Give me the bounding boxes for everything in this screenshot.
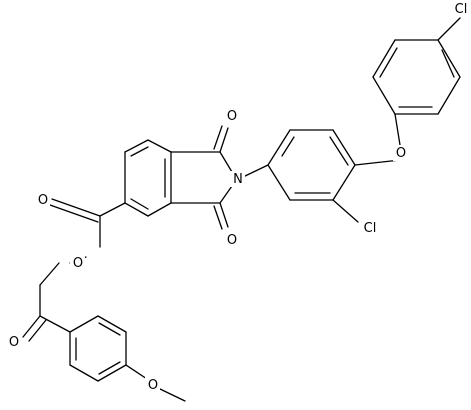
atom-o-ether-text: O <box>396 146 406 161</box>
atom-cl-ring: Cl <box>360 220 380 236</box>
atom-o-imide-top-text: O <box>227 109 237 124</box>
atom-cl-para: Cl <box>451 1 471 17</box>
atom-o-ester-link: O <box>70 255 85 271</box>
atom-labels: O O O O O O N O <box>6 1 471 393</box>
atom-o-ketone-text: O <box>9 335 19 350</box>
bond-lines <box>22 17 461 402</box>
atom-cl-para-text: Cl <box>455 2 468 17</box>
atom-n-imide: N <box>230 171 245 187</box>
atom-o-ester-carbonyl-text: O <box>38 193 48 208</box>
atom-o-ketone: O <box>6 334 21 350</box>
atom-n-imide-text: N <box>233 172 243 187</box>
atom-o-ether: O <box>393 145 408 161</box>
atom-o-imide-bottom: O <box>224 232 239 248</box>
atom-o-imide-bottom-text: O <box>227 233 237 248</box>
atom-o-methoxy-text: O <box>148 378 158 393</box>
atom-o-methoxy: O <box>145 377 160 393</box>
atom-o-ester-link-text: O <box>73 256 83 271</box>
atom-cl-ring-text: Cl <box>364 221 377 236</box>
atom-o-ester-carbonyl: O <box>35 192 50 208</box>
atom-o-imide-top: O <box>224 108 239 124</box>
